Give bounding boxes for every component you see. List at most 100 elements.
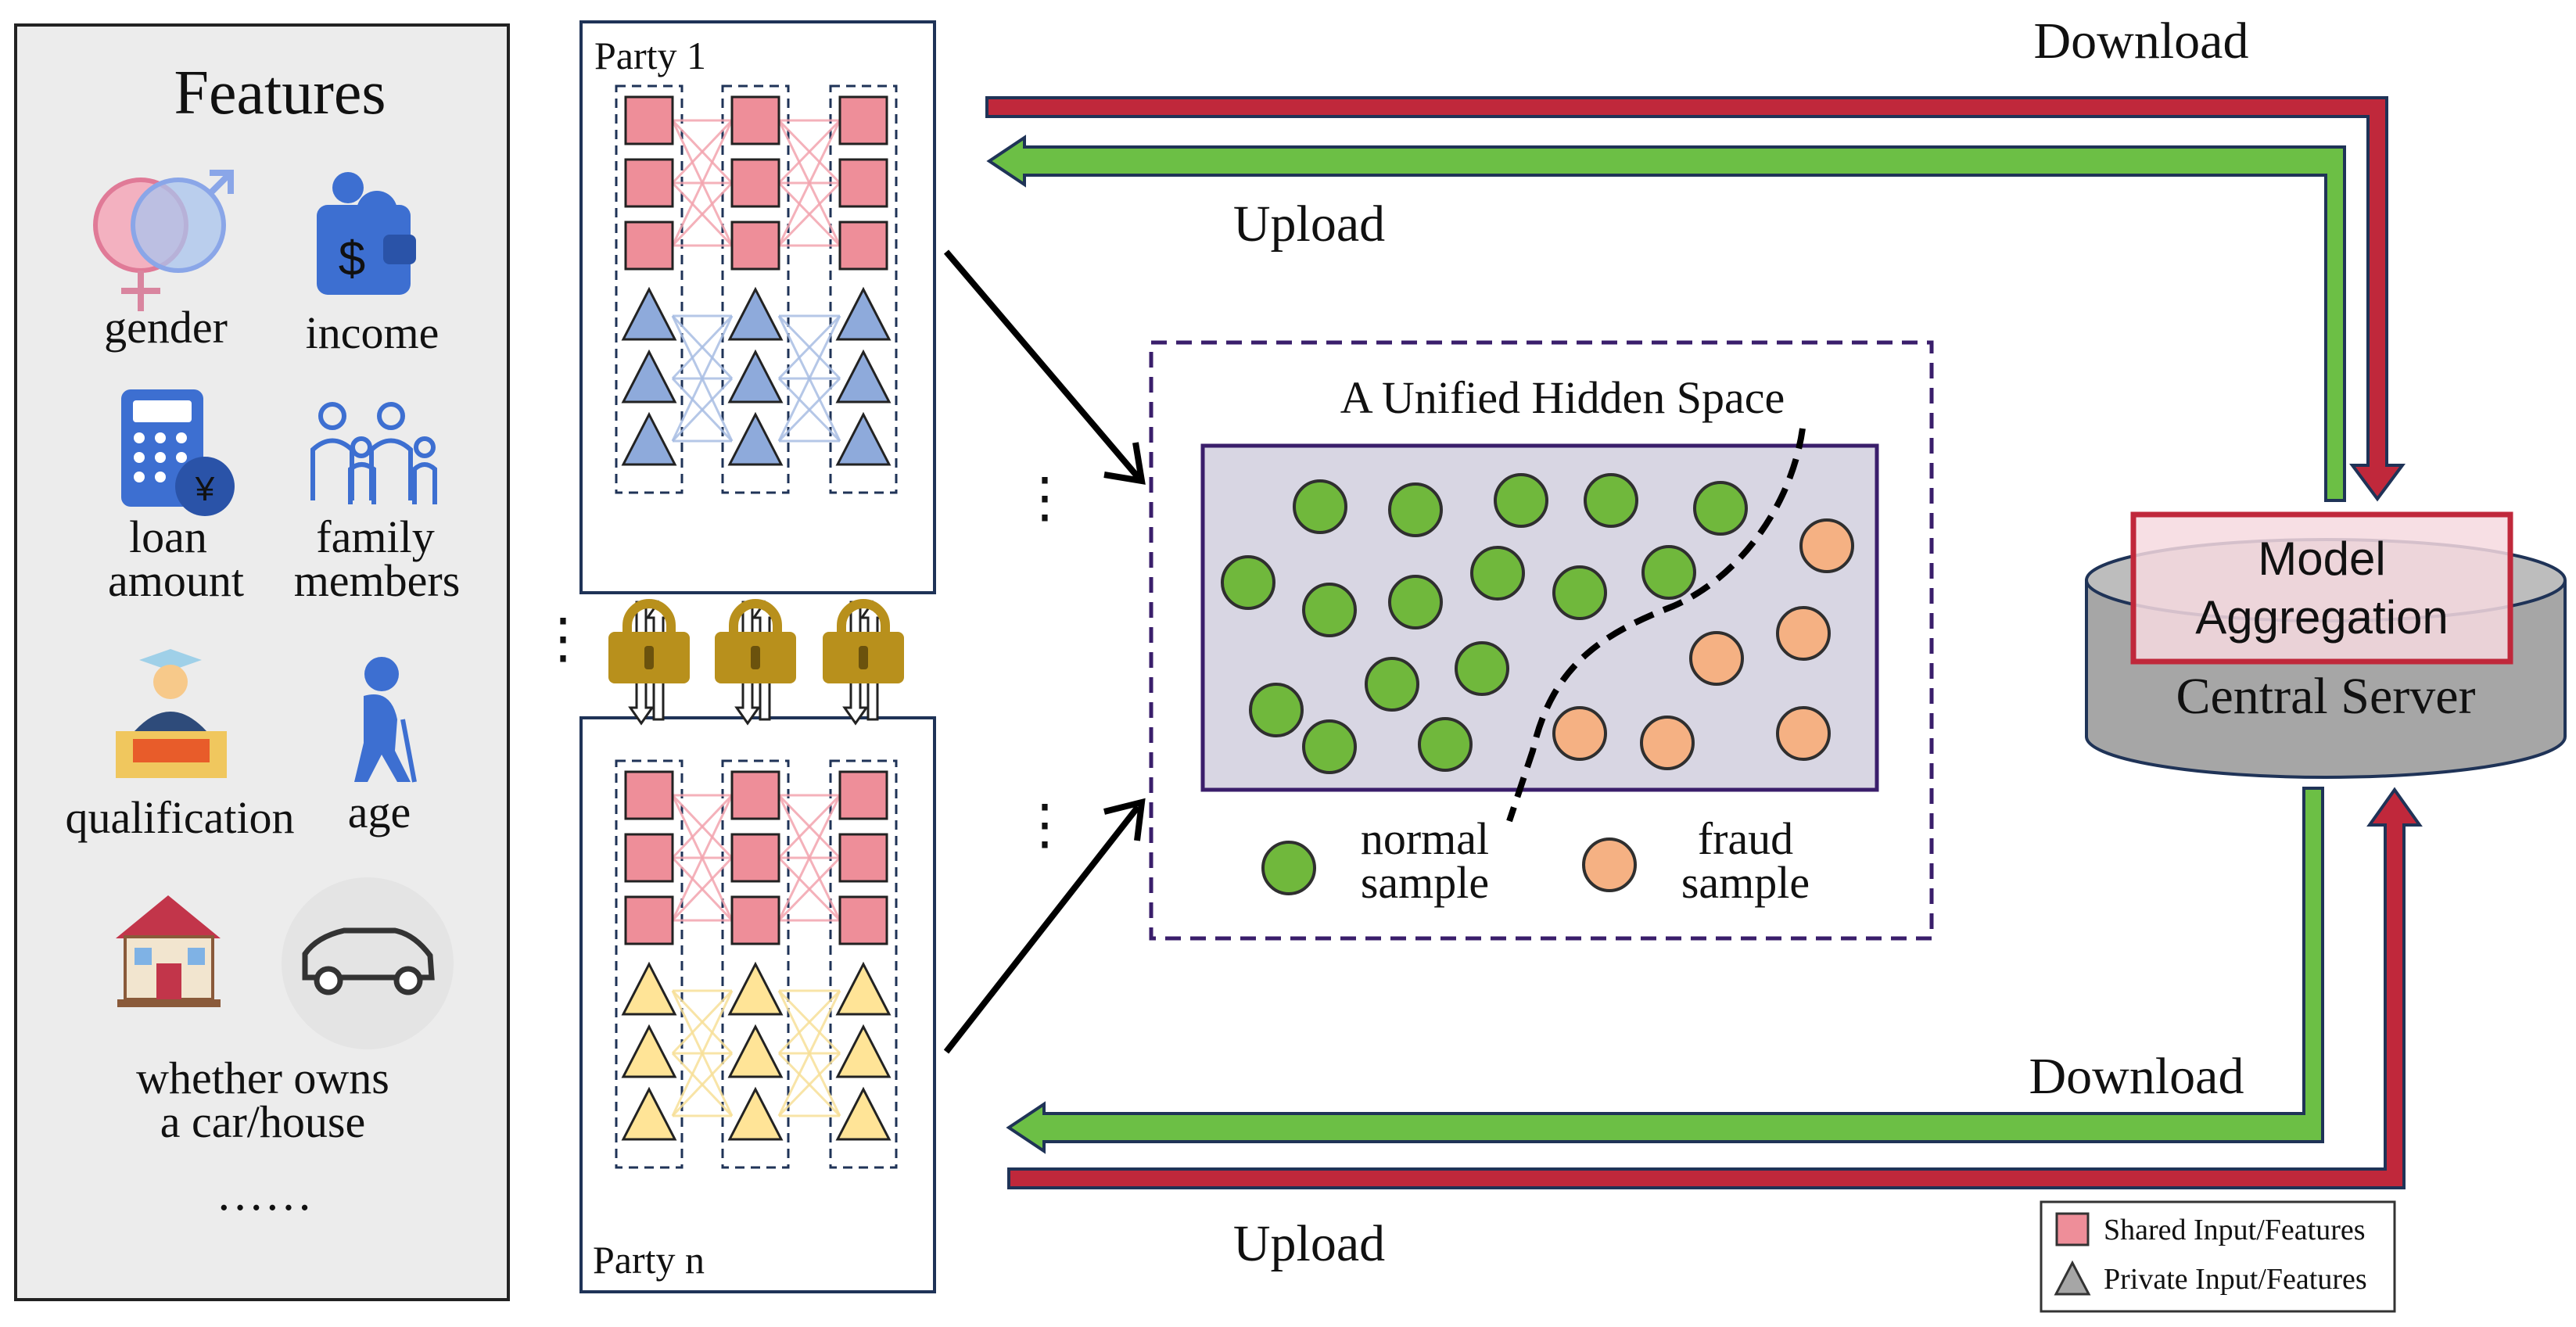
normal-sample-point <box>1470 546 1525 601</box>
feature-label-owns: whether owns <box>136 1053 389 1103</box>
normal-sample-point <box>1552 565 1607 620</box>
shared-node <box>838 158 888 208</box>
network-edge <box>777 314 841 380</box>
party-n-panel: Party n <box>579 716 936 1293</box>
private-node <box>727 1024 784 1078</box>
normal-legend-label: normal <box>1361 813 1489 864</box>
layer-frame <box>829 759 898 1169</box>
private-node <box>621 349 677 403</box>
private-node <box>727 411 784 466</box>
normal-sample-point <box>1693 481 1748 536</box>
vdots-upper: ⋮ <box>1017 468 1072 529</box>
fraud-legend-label-2: sample <box>1681 857 1810 908</box>
shared-node <box>624 833 674 883</box>
layer-frame <box>721 759 790 1169</box>
normal-sample-point <box>1388 482 1443 537</box>
feature-label-family: family <box>316 511 434 562</box>
normal-sample-point <box>1293 479 1347 534</box>
features-title: Features <box>174 59 386 127</box>
shared-node <box>624 95 674 145</box>
private-node <box>727 961 784 1016</box>
private-node <box>621 411 677 466</box>
lock-shackle <box>837 599 890 635</box>
calculator-icon: ¥ <box>121 389 235 516</box>
normal-sample-point <box>1494 473 1548 528</box>
fraud-sample-point <box>1799 518 1854 573</box>
hidden-space-title: A Unified Hidden Space <box>1340 372 1785 423</box>
download-arrow-bottom <box>1006 787 2324 1154</box>
private-legend-label: Private Input/Features <box>2104 1263 2367 1296</box>
network-edge <box>671 315 734 442</box>
normal-sample-point <box>1249 683 1304 737</box>
feature-label-income: income <box>306 307 439 358</box>
private-node <box>621 961 677 1016</box>
download-arrow-top <box>985 96 2406 502</box>
layer-frame <box>721 84 790 494</box>
svg-text:¥: ¥ <box>195 470 215 508</box>
network-edge <box>671 377 734 443</box>
party-n-label: Party n <box>593 1238 705 1282</box>
network-edge <box>777 181 841 247</box>
network-edge <box>671 1052 734 1117</box>
private-node <box>835 411 892 466</box>
lock-keyhole <box>751 646 760 669</box>
party-1-label: Party 1 <box>594 34 706 77</box>
shared-node <box>730 95 780 145</box>
node-legend: Shared Input/Features Private Input/Feat… <box>2040 1200 2396 1313</box>
fraud-legend-label: fraud <box>1698 813 1793 864</box>
upload-label-bottom: Upload <box>1233 1215 1385 1272</box>
upload-arrow-top <box>986 134 2346 502</box>
shared-node <box>730 895 780 945</box>
party-to-space-arrows <box>943 249 1146 1054</box>
upload-label-top: Upload <box>1233 195 1385 253</box>
model-aggregation-line1: Model <box>2258 533 2385 585</box>
private-node <box>621 1086 677 1141</box>
network-edge <box>777 119 841 185</box>
upload-arrow-bottom <box>1007 787 2423 1189</box>
shared-legend-square <box>2055 1212 2090 1246</box>
gender-icon <box>93 170 234 311</box>
shared-node <box>730 833 780 883</box>
lock-shackle <box>729 599 782 635</box>
feature-label-owns-2: a car/house <box>160 1096 365 1147</box>
elderly-icon <box>354 657 417 783</box>
feature-label-loan-2: amount <box>108 555 244 606</box>
shared-node <box>838 895 888 945</box>
network-edge <box>777 989 841 1055</box>
private-node <box>727 1086 784 1141</box>
decision-boundary <box>1506 428 1806 823</box>
download-label-top: Download <box>2034 13 2249 70</box>
shared-node <box>838 221 888 271</box>
network-edge <box>671 120 734 246</box>
normal-sample-point <box>1221 555 1275 610</box>
private-node <box>835 961 892 1016</box>
feature-label-qualification: qualification <box>65 792 294 843</box>
shared-node <box>624 770 674 820</box>
features-ellipsis: ······ <box>216 1182 313 1235</box>
fraud-sample-point <box>1776 606 1831 661</box>
shared-node <box>624 895 674 945</box>
layer-frame <box>615 759 683 1169</box>
private-node <box>727 349 784 403</box>
network-edge <box>671 856 734 922</box>
private-node <box>621 286 677 341</box>
normal-sample-point <box>1388 575 1443 629</box>
network-edge <box>671 990 734 1117</box>
network-edge <box>777 856 841 922</box>
shared-node <box>624 221 674 271</box>
normal-sample-point <box>1302 583 1357 637</box>
network-edge <box>777 990 841 1117</box>
family-icon <box>310 402 437 504</box>
feature-label-loan: loan <box>129 511 207 562</box>
parties-vdots: ⋮ <box>536 609 590 669</box>
private-node <box>835 1086 892 1141</box>
normal-legend-marker <box>1261 841 1316 895</box>
shared-node <box>838 833 888 883</box>
wallet-icon: $ <box>317 172 416 295</box>
network-edge <box>777 1052 841 1117</box>
vdots-lower: ⋮ <box>1017 795 1072 855</box>
network-edge <box>671 314 734 380</box>
network-edge <box>777 794 841 859</box>
house-car-icon <box>116 877 454 1049</box>
